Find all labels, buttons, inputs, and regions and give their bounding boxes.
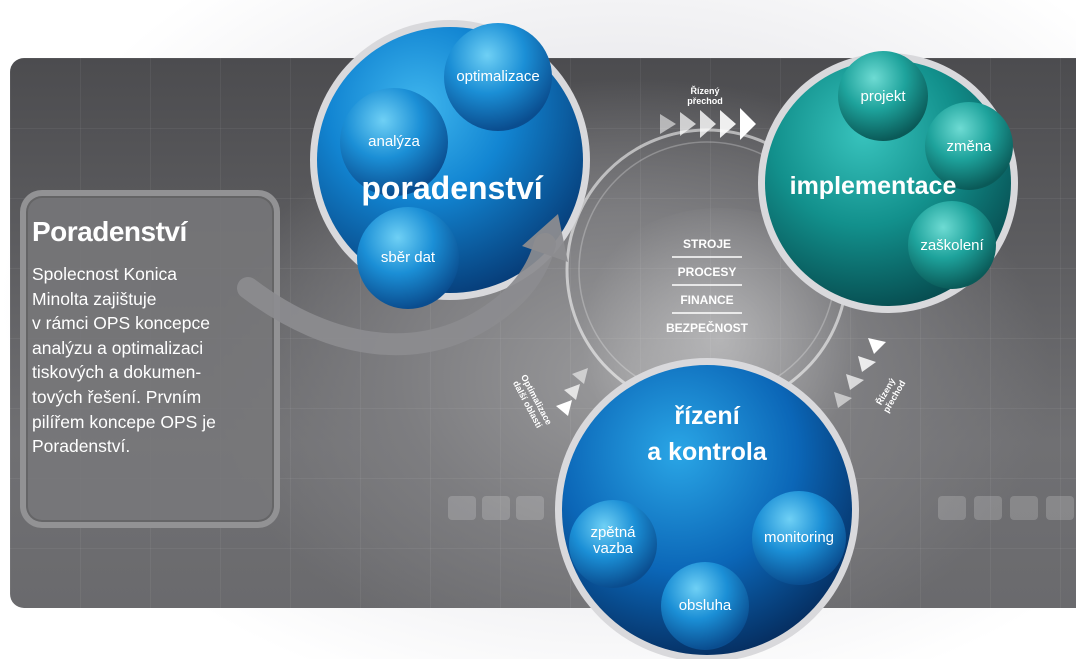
rizeni-label-line1: řízení [674, 402, 740, 430]
curved-arrow [237, 233, 556, 356]
implementace-label: implementace [789, 172, 957, 200]
vazba-label: vazba [592, 540, 634, 557]
sber-dat-label: sběr dat [380, 249, 436, 266]
poradenstvi-label: poradenství [361, 170, 543, 206]
center-item-finance: FINANCE [680, 293, 734, 307]
monitoring-label: monitoring [763, 529, 835, 546]
transition-label-top-line1: Řízený [690, 86, 720, 96]
transition-label-top: Řízený přechod [680, 86, 730, 106]
obsluha-label: obsluha [678, 597, 732, 614]
sber-dat-bubble [357, 207, 459, 309]
projekt-label: projekt [860, 88, 906, 105]
center-item-bezpecnost: BEZPEČNOST [665, 321, 748, 335]
info-box-title: Poradenství [32, 216, 187, 247]
info-box-line: pilířem koncepe OPS je [32, 411, 216, 432]
tray-icon [482, 496, 510, 520]
projekt-bubble [838, 51, 928, 141]
zaskoleni-bubble [908, 201, 996, 289]
obsluha-bubble [661, 562, 749, 650]
transition-arrows-right [834, 338, 886, 408]
info-box [20, 190, 280, 528]
zmena-bubble [925, 102, 1013, 190]
zpetna-label: zpětná [590, 524, 636, 541]
monitoring-bubble [752, 491, 846, 585]
transition-label-top-line2: přechod [687, 96, 723, 106]
tray-icon [938, 496, 966, 520]
info-box-line: tiskových a dokumen- [32, 362, 202, 383]
tray-icon [448, 496, 476, 520]
rizeni-label-line2: a kontrola [647, 438, 767, 466]
curved-arrow-head [522, 214, 568, 262]
analyza-label: analýza [368, 133, 420, 150]
rizeni-circle [562, 365, 852, 655]
zaskoleni-label: zaškolení [920, 237, 984, 254]
info-box-text: Spolecnost Konica Minolta zajištuje v rá… [32, 262, 262, 459]
tray-icon [974, 496, 1002, 520]
center-item-stroje: STROJE [682, 237, 731, 251]
info-box-line: Poradenství. [32, 436, 131, 457]
info-box-line: Minolta zajištuje [32, 288, 157, 309]
info-box-line: v rámci OPS koncepce [32, 313, 210, 334]
tray-icon [1046, 496, 1074, 520]
center-item-procesy: PROCESY [677, 265, 737, 279]
optimalizace-bubble [444, 23, 552, 131]
transition-arrows-left [556, 368, 588, 416]
optimalizace-label: optimalizace [456, 68, 540, 85]
zpetna-vazba-bubble [569, 500, 657, 588]
tray-icon [516, 496, 544, 520]
info-box-line: analýzu a optimalizaci [32, 337, 204, 358]
tray-icon [1010, 496, 1038, 520]
transition-arrows-top [660, 108, 756, 140]
zmena-label: změna [946, 138, 992, 155]
info-box-line: tových řešení. Prvním [32, 386, 202, 407]
analyza-bubble [340, 88, 448, 196]
info-box-line: Spolecnost Konica [32, 264, 177, 284]
